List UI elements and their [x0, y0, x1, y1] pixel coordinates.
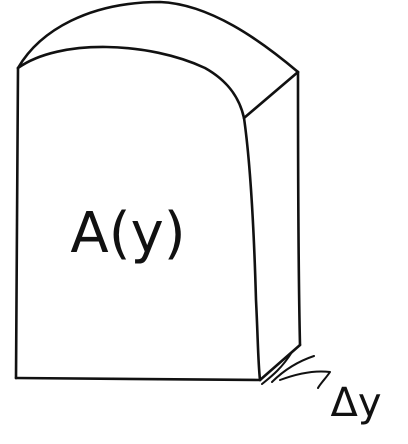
front-face-top-edge [16, 45, 246, 120]
side-face-right-edge [296, 70, 302, 347]
top-face-right-edge [242, 70, 300, 120]
face-label: A(y) [70, 201, 185, 266]
front-face-left-edge [14, 66, 20, 380]
top-face-back-edge [16, 0, 300, 74]
front-face-bottom-edge [14, 376, 262, 382]
thickness-label: Δy [330, 380, 381, 426]
side-face-bottom-edge [258, 343, 302, 382]
front-face-right-edge [242, 116, 262, 382]
thickness-brace [261, 351, 331, 389]
